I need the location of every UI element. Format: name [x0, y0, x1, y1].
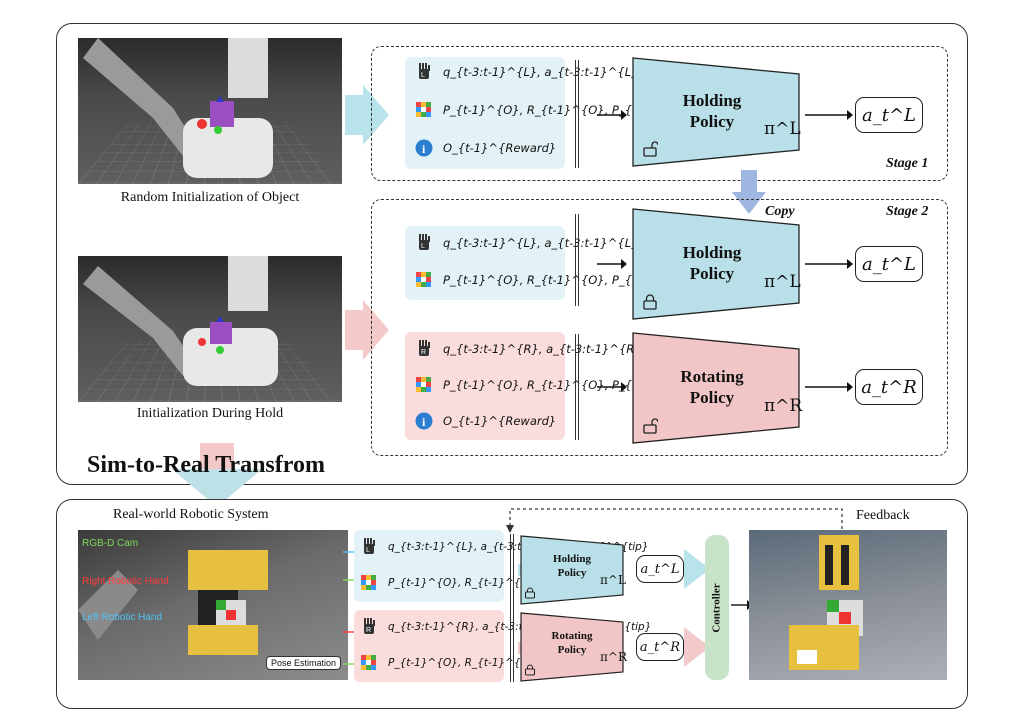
obs-reward-left: O_{t-1}^{Reward} — [443, 141, 557, 155]
arrow-out-rotating — [805, 382, 853, 392]
annotation-left-hand: Left Robotic Hand — [82, 612, 163, 623]
obs-object-left-s2: P_{t-1}^{O}, R_{t-1}^{O}, P_{t-1}^{k} — [443, 273, 687, 287]
stage1-observation-box: L q_{t-3:t-1}^{L}, a_{t-3:t-1}^{L}, P_{t… — [405, 57, 728, 169]
holding-policy-stage1: Holding Policy π^L — [632, 57, 801, 167]
real-pi-R: π^R — [600, 650, 627, 664]
svg-text:L: L — [421, 72, 425, 79]
cube-icon — [415, 271, 433, 289]
obs-object-left: P_{t-1}^{O}, R_{t-1}^{O}, P_{t-1}^{k} — [443, 103, 687, 117]
cube-icon — [360, 574, 378, 592]
copy-arrow — [732, 170, 766, 214]
real-system-title: Real-world Robotic System — [113, 507, 269, 522]
feedback-line — [506, 508, 843, 533]
info-icon: i — [415, 412, 433, 430]
real-pi-L: π^L — [600, 573, 626, 587]
real-action-L: a_t^L — [636, 555, 684, 583]
real-rotating-policy: Rotating Policy π^R — [520, 612, 627, 682]
arrow-out-stage2-L — [805, 259, 853, 269]
real-action-R: a_t^R — [636, 633, 684, 661]
stage2-box — [371, 199, 948, 456]
real-robot-result-photo — [749, 530, 947, 680]
real-holding-name-1: Holding — [553, 553, 591, 565]
left-hand-icon: L — [360, 538, 378, 556]
annotation-right-hand: Right Robotic Hand — [82, 576, 169, 587]
right-hand-icon: R — [415, 340, 433, 358]
info-icon: i — [415, 139, 433, 157]
real-rotating-name-2: Policy — [557, 643, 587, 656]
separator-stage2-top — [575, 214, 579, 306]
real-chevron-pink — [684, 627, 710, 667]
cube-icon — [415, 376, 433, 394]
cube-icon — [360, 654, 378, 672]
caption-random-init: Random Initialization of Object — [120, 190, 300, 205]
rotating-policy: Rotating Policy π^R — [632, 332, 803, 444]
pi-L-stage2: π^L — [764, 272, 801, 292]
sim-to-real-arrow — [172, 443, 262, 507]
arrow-to-holding-stage2 — [597, 259, 627, 269]
annotation-pose: Pose Estimation — [266, 656, 342, 670]
svg-text:R: R — [421, 349, 426, 356]
pink-arrow-stage2 — [345, 300, 389, 360]
stage2-left-observation-box: L q_{t-3:t-1}^{L}, a_{t-3:t-1}^{L}, P_{t… — [405, 226, 728, 300]
copy-label: Copy — [765, 204, 795, 219]
real-chevron-blue — [684, 549, 710, 589]
holding-policy-name-1: Holding — [682, 91, 742, 110]
action-L-stage2: a_t^L — [855, 246, 923, 282]
stage1-box — [371, 46, 948, 181]
cube-icon — [415, 101, 433, 119]
holding-policy-name-2: Policy — [689, 264, 735, 284]
separator-stage1 — [575, 60, 579, 168]
caption-init-hold: Initialization During Hold — [136, 406, 284, 421]
real-holding-policy: Holding Policy π^L — [520, 535, 626, 605]
controller-label: Controller — [711, 582, 724, 633]
rotating-policy-name-2: Policy — [689, 388, 735, 408]
obs-reward-right: O_{t-1}^{Reward} — [443, 414, 557, 428]
controller-block: Controller — [705, 535, 729, 680]
svg-text:L: L — [421, 243, 425, 250]
blue-arrow-stage1 — [345, 85, 389, 145]
real-left-observation-box: L q_{t-3:t-1}^{L}, a_{t-3:t-1}^{L}, P_{t… — [354, 530, 649, 602]
left-hand-icon: L — [415, 63, 433, 81]
svg-text:L: L — [366, 547, 370, 554]
sim-image-random-init — [78, 38, 342, 184]
arrow-to-rotating — [597, 382, 627, 392]
action-L-stage1: a_t^L — [855, 97, 923, 133]
separator-real — [510, 534, 514, 682]
feedback-label: Feedback — [856, 508, 910, 523]
svg-text:i: i — [422, 415, 426, 429]
separator-stage2-bottom — [575, 334, 579, 440]
svg-text:R: R — [366, 627, 371, 634]
svg-text:i: i — [422, 142, 426, 156]
obs-object-right: P_{t-1}^{O}, R_{t-1}^{O}, P_{t-1}^{k} — [443, 378, 687, 392]
rotating-policy-name-1: Rotating — [680, 367, 744, 386]
annotation-camera: RGB-D Cam — [82, 538, 139, 549]
stage1-label: Stage 1 — [886, 156, 929, 171]
holding-policy-stage2: Holding Policy π^L — [632, 208, 801, 320]
holding-policy-name-1: Holding — [682, 243, 742, 262]
right-hand-icon: R — [360, 618, 378, 636]
real-holding-name-2: Policy — [557, 566, 587, 579]
stage2-right-observation-box: R q_{t-3:t-1}^{R}, a_{t-3:t-1}^{R}, P_{t… — [405, 332, 731, 440]
arrow-to-holding-stage1 — [597, 110, 627, 120]
pi-L-stage1: π^L — [764, 119, 801, 139]
pi-R: π^R — [764, 396, 803, 416]
sim-image-init-hold — [78, 256, 342, 402]
real-rotating-name-1: Rotating — [551, 630, 593, 642]
left-hand-icon: L — [415, 234, 433, 252]
stage2-label: Stage 2 — [886, 204, 929, 219]
holding-policy-name-2: Policy — [689, 112, 735, 132]
sim-to-real-title: Sim-to-Real Transfrom — [87, 452, 325, 478]
action-R: a_t^R — [855, 369, 923, 405]
real-robot-photo: RGB-D Cam Right Robotic Hand Left Roboti… — [78, 530, 348, 680]
real-right-observation-box: R q_{t-3:t-1}^{R}, a_{t-3:t-1}^{R}, P_{t… — [354, 610, 651, 682]
arrow-out-stage1 — [805, 110, 853, 120]
